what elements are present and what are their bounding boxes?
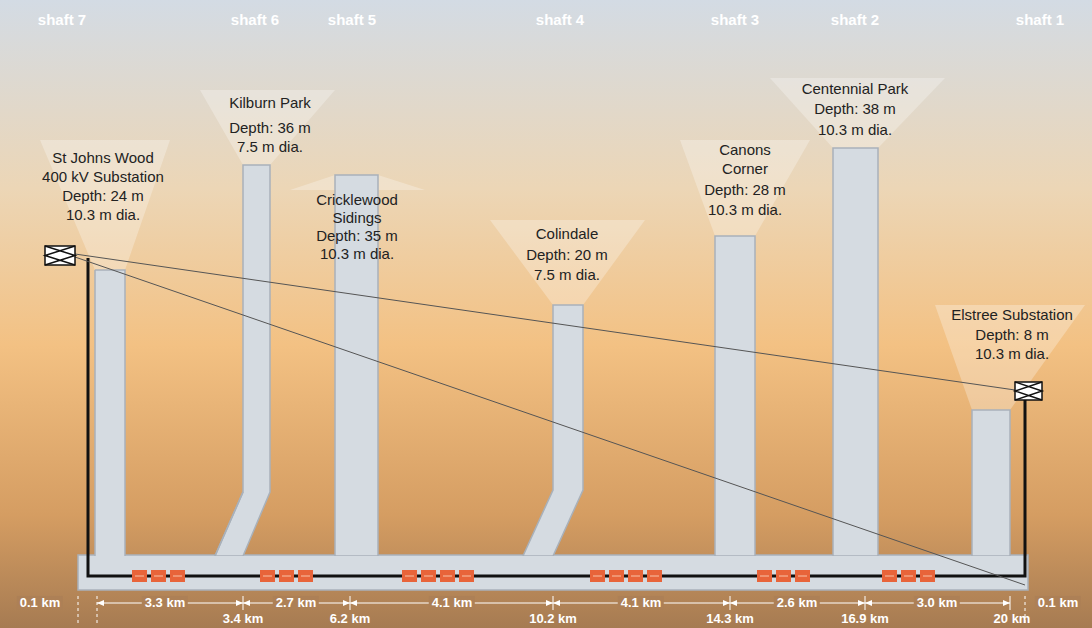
joint-bay — [920, 570, 935, 582]
joint-bay — [882, 570, 897, 582]
joint-mark — [631, 576, 640, 577]
joint-bay — [421, 570, 436, 582]
diameter-label: 10.3 m dia. — [818, 122, 892, 139]
depth-label: Depth: 38 m — [814, 101, 896, 118]
chainage-label: 10.2 km — [529, 612, 577, 626]
chainage-label: 14.3 km — [706, 612, 754, 626]
shaft-label: shaft 5 — [328, 12, 376, 29]
substation-symbol — [45, 246, 1042, 400]
shaft-label: shaft 3 — [711, 12, 759, 29]
site-name: St Johns Wood — [52, 150, 153, 167]
diameter-label: 7.5 m dia. — [237, 139, 303, 156]
diameter-label: 10.3 m dia. — [66, 207, 140, 224]
site-name: Corner — [722, 161, 768, 178]
joint-bay — [795, 570, 810, 582]
chainage-label: 6.2 km — [330, 612, 370, 626]
joint-bay — [260, 570, 275, 582]
distance-label: 0.1 km — [17, 596, 63, 610]
joint-bay — [776, 570, 791, 582]
shaft-label: shaft 1 — [1016, 12, 1064, 29]
site-name: Canons — [719, 142, 771, 159]
diameter-label: 10.3 m dia. — [708, 202, 782, 219]
joint-bay — [590, 570, 605, 582]
shaft-label: shaft 6 — [231, 12, 279, 29]
joint-bay — [170, 570, 185, 582]
shaft-label: shaft 2 — [831, 12, 879, 29]
joint-mark — [798, 576, 807, 577]
joint-mark — [779, 576, 788, 577]
depth-label: Depth: 20 m — [526, 247, 608, 264]
depth-label: Depth: 28 m — [704, 182, 786, 199]
distance-label: 4.1 km — [618, 596, 664, 610]
joint-mark — [612, 576, 621, 577]
joint-bay — [628, 570, 643, 582]
joint-mark — [462, 576, 471, 577]
joint-mark — [301, 576, 310, 577]
shafts — [78, 148, 1028, 590]
depth-label: Depth: 24 m — [62, 188, 144, 205]
distance-label: 2.7 km — [273, 596, 319, 610]
joint-mark — [443, 576, 452, 577]
joint-bay — [647, 570, 662, 582]
joint-bay — [298, 570, 313, 582]
chainage-label: 20 km — [994, 612, 1031, 626]
joint-mark — [405, 576, 414, 577]
joint-mark — [904, 576, 913, 577]
joint-mark — [154, 576, 163, 577]
chainage-label: 3.4 km — [223, 612, 263, 626]
joint-mark — [424, 576, 433, 577]
diameter-label: 7.5 m dia. — [534, 267, 600, 284]
diameter-label: 10.3 m dia. — [320, 246, 394, 263]
joint-mark — [593, 576, 602, 577]
distance-label: 4.1 km — [429, 596, 475, 610]
site-name: Sidings — [332, 210, 381, 227]
distance-label: 2.6 km — [774, 596, 820, 610]
joint-bay — [609, 570, 624, 582]
shaft-label: shaft 7 — [38, 12, 86, 29]
joint-bay — [151, 570, 166, 582]
joint-mark — [885, 576, 894, 577]
site-name: Kilburn Park — [229, 95, 311, 112]
depth-label: Depth: 36 m — [229, 120, 311, 137]
joint-bay — [440, 570, 455, 582]
joint-mark — [282, 576, 291, 577]
joint-bays — [132, 570, 935, 582]
diameter-label: 10.3 m dia. — [975, 346, 1049, 363]
joint-bay — [279, 570, 294, 582]
joint-bay — [402, 570, 417, 582]
joint-mark — [263, 576, 272, 577]
site-name: 400 kV Substation — [42, 169, 164, 186]
depth-label: Depth: 35 m — [316, 228, 398, 245]
site-name: Elstree Substation — [951, 307, 1073, 324]
joint-mark — [650, 576, 659, 577]
dimension-lines — [78, 596, 1025, 626]
guide-lines — [75, 254, 1025, 585]
joint-mark — [173, 576, 182, 577]
joint-bay — [757, 570, 772, 582]
site-name: Cricklewood — [316, 192, 398, 209]
site-name: Centennial Park — [802, 81, 909, 98]
shaft-label: shaft 4 — [536, 12, 584, 29]
distance-label: 3.3 km — [142, 596, 188, 610]
cable-route — [88, 258, 1025, 576]
joint-mark — [760, 576, 769, 577]
site-name: Colindale — [536, 226, 599, 243]
joint-bay — [459, 570, 474, 582]
distance-label: 0.1 km — [1035, 596, 1081, 610]
joint-bay — [132, 570, 147, 582]
joint-mark — [923, 576, 932, 577]
distance-label: 3.0 km — [914, 596, 960, 610]
depth-label: Depth: 8 m — [975, 327, 1048, 344]
joint-bay — [901, 570, 916, 582]
chainage-label: 16.9 km — [841, 612, 889, 626]
joint-mark — [135, 576, 144, 577]
